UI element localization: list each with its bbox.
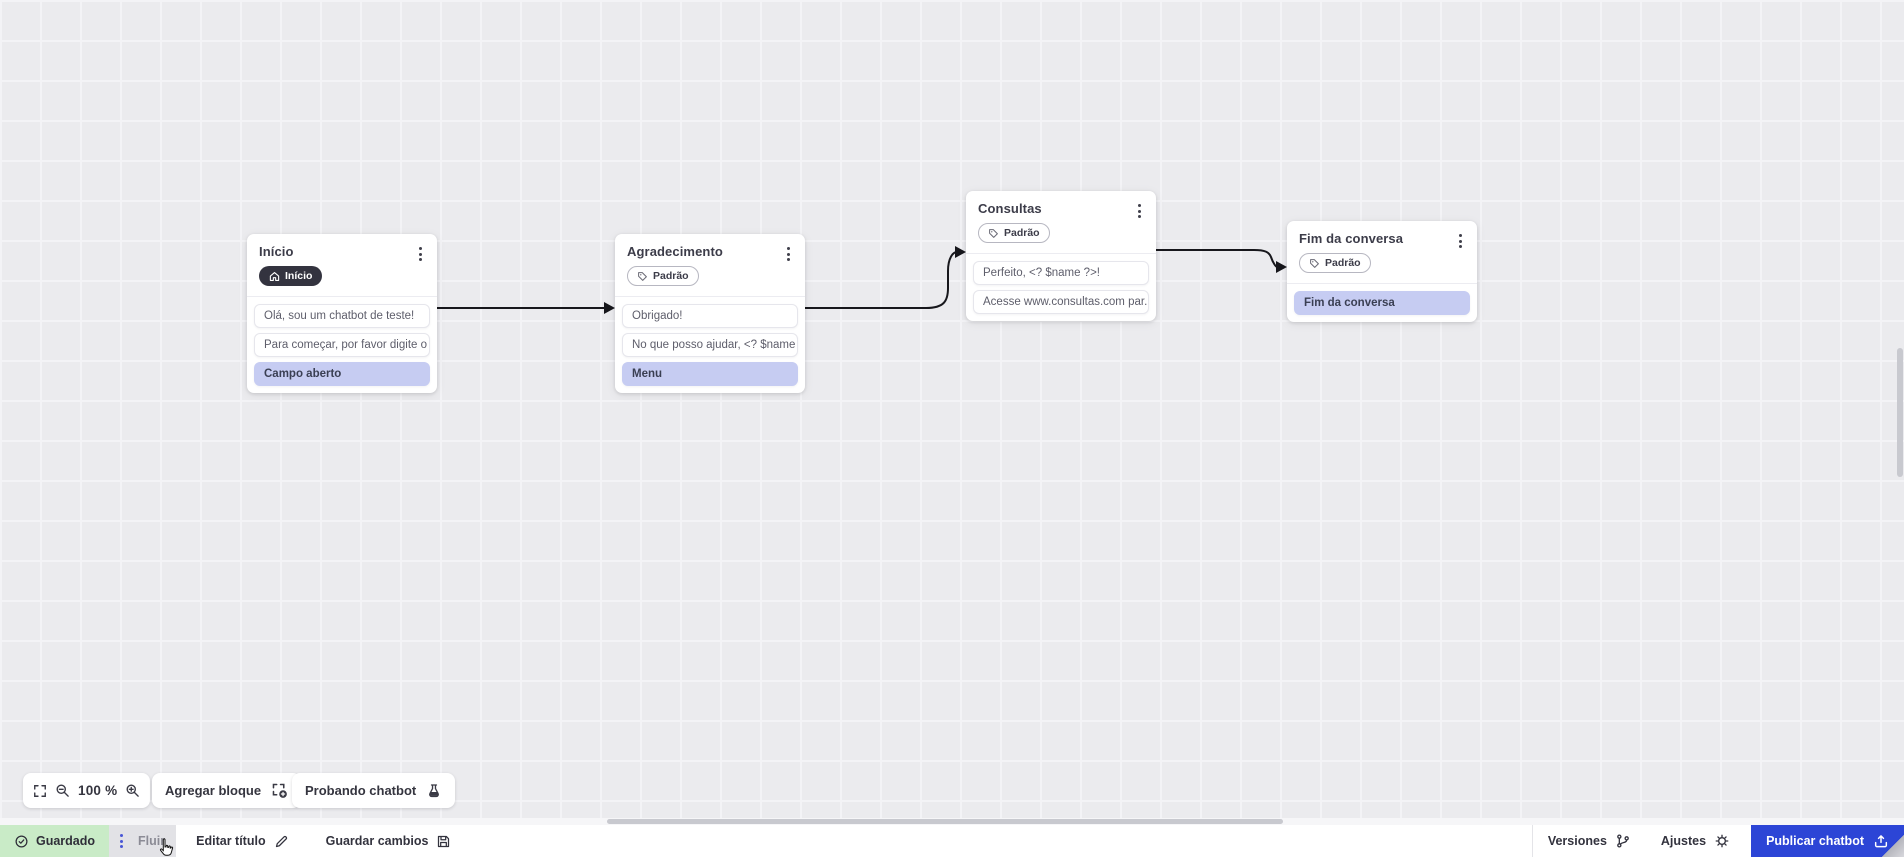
branch-icon	[1615, 833, 1631, 849]
message-bubble[interactable]: No que posso ajudar, <? $name ...	[622, 332, 798, 357]
tab-flow[interactable]: Fluir	[109, 825, 177, 857]
tag-icon	[1309, 258, 1320, 269]
flow-node-agradecimento[interactable]: Agradecimento Padrão Obrigado! No que po…	[615, 234, 805, 393]
node-header: Agradecimento Padrão	[615, 234, 805, 296]
message-bubble[interactable]: Obrigado!	[622, 303, 798, 328]
flow-node-consultas[interactable]: Consultas Padrão Perfeito, <? $name ?>! …	[966, 191, 1156, 321]
flow-node-inicio[interactable]: Início Início Olá, sou um chatbot de tes…	[247, 234, 437, 393]
message-bubble[interactable]: Para começar, por favor digite o ...	[254, 332, 430, 357]
node-menu-icon[interactable]	[780, 245, 796, 263]
add-block-label: Agregar bloque	[165, 783, 262, 798]
saved-status-badge: Guardado	[0, 825, 110, 857]
node-menu-icon[interactable]	[1452, 232, 1468, 250]
menu-block[interactable]: Menu	[622, 361, 798, 386]
statusbar-divider	[1531, 825, 1533, 857]
edit-title-label: Editar título	[196, 834, 266, 848]
open-field-block[interactable]: Campo aberto	[254, 361, 430, 386]
node-type-badge: Padrão	[978, 223, 1050, 243]
settings-label: Ajustes	[1660, 834, 1707, 848]
node-menu-icon[interactable]	[412, 245, 428, 263]
test-chatbot-label: Probando chatbot	[305, 783, 417, 798]
pencil-icon	[274, 834, 289, 849]
node-messages: Obrigado! No que posso ajudar, <? $name …	[615, 295, 805, 393]
test-chatbot-button[interactable]: Probando chatbot	[292, 773, 456, 808]
save-icon	[436, 834, 451, 849]
vertical-scrollbar-thumb[interactable]	[1897, 348, 1903, 477]
node-header: Consultas Padrão	[966, 191, 1156, 253]
tag-icon	[988, 228, 999, 239]
node-type-badge-label: Início	[285, 270, 313, 282]
node-title: Início	[259, 244, 294, 259]
zoom-in-icon[interactable]	[125, 783, 140, 798]
horizontal-scrollbar-thumb[interactable]	[607, 819, 1283, 824]
tag-icon	[637, 271, 648, 282]
node-menu-icon[interactable]	[1131, 202, 1147, 220]
home-icon	[269, 271, 280, 282]
node-title: Fim da conversa	[1299, 231, 1404, 246]
add-block-icon	[271, 782, 288, 799]
settings-button[interactable]: Ajustes	[1646, 825, 1745, 857]
versions-button[interactable]: Versiones	[1533, 825, 1646, 857]
flow-node-fim-da-conversa[interactable]: Fim da conversa Padrão Fim da conversa	[1287, 221, 1477, 322]
tab-flow-label: Fluir	[138, 834, 166, 848]
message-bubble[interactable]: Perfeito, <? $name ?>!	[973, 260, 1149, 285]
connector-agradecimento-consultas	[805, 251, 958, 309]
publish-chatbot-label: Publicar chatbot	[1766, 834, 1864, 848]
saved-status-label: Guardado	[36, 834, 96, 848]
message-bubble[interactable]: Olá, sou um chatbot de teste!	[254, 303, 430, 328]
node-type-badge-label: Padrão	[1004, 227, 1040, 239]
fit-view-icon[interactable]	[33, 784, 47, 798]
node-type-badge: Padrão	[627, 266, 699, 286]
status-bar: Guardado Fluir Editar título Guardar cam…	[0, 825, 1904, 857]
node-messages: Olá, sou um chatbot de teste! Para começ…	[247, 295, 437, 393]
gear-icon	[1714, 833, 1730, 849]
horizontal-scrollbar	[0, 818, 1904, 825]
node-type-badge: Início	[259, 266, 323, 286]
node-type-badge-label: Padrão	[653, 270, 689, 282]
versions-label: Versiones	[1547, 834, 1607, 848]
node-messages: Perfeito, <? $name ?>! Acesse www.consul…	[966, 252, 1156, 321]
edit-title-button[interactable]: Editar título	[196, 834, 288, 849]
node-header: Início Início	[247, 234, 437, 296]
add-block-button[interactable]: Agregar bloque	[152, 773, 302, 808]
save-changes-button[interactable]: Guardar cambios	[326, 834, 452, 849]
end-conversation-block[interactable]: Fim da conversa	[1294, 290, 1470, 315]
window-corner-fold	[1882, 835, 1904, 857]
message-bubble[interactable]: Acesse www.consultas.com par...	[973, 289, 1149, 314]
node-type-badge-label: Padrão	[1325, 257, 1361, 269]
zoom-out-icon[interactable]	[55, 783, 70, 798]
zoom-level: 100 %	[78, 783, 118, 798]
publish-chatbot-button[interactable]: Publicar chatbot	[1751, 825, 1904, 857]
node-header: Fim da conversa Padrão	[1287, 221, 1477, 283]
node-type-badge: Padrão	[1299, 253, 1371, 273]
canvas-zoom-toolbar: 100 %	[23, 773, 151, 808]
save-changes-label: Guardar cambios	[325, 834, 429, 848]
connector-consultas-fim	[1156, 249, 1278, 268]
node-title: Consultas	[978, 201, 1042, 216]
node-title: Agradecimento	[627, 244, 723, 259]
flask-icon	[426, 783, 442, 799]
check-circle-icon	[14, 834, 29, 849]
tab-menu-icon[interactable]	[120, 834, 124, 848]
node-messages: Fim da conversa	[1287, 282, 1477, 322]
